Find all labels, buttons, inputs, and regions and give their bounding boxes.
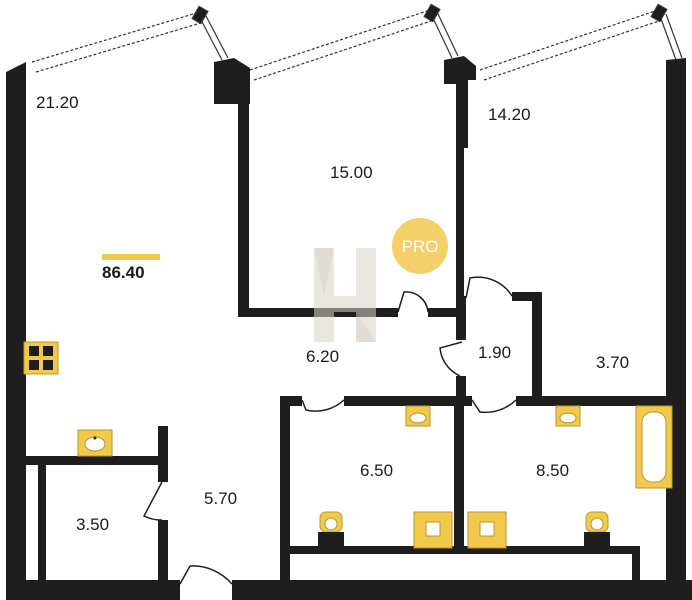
- room-area-hall-right: 3.70: [596, 353, 629, 372]
- shower-bathroom-1-icon: [413, 511, 453, 549]
- room-area-bathroom-1: 6.50: [360, 461, 393, 480]
- total-area: 86.40: [102, 263, 145, 282]
- room-area-bedroom-2: 14.20: [488, 105, 531, 124]
- window-bedroom-1: [249, 3, 459, 81]
- pro-badge: PRO: [392, 218, 448, 274]
- room-area-bedroom-1: 15.00: [330, 163, 373, 182]
- room-area-living: 21.20: [36, 93, 79, 112]
- door-bedroom-1: [397, 291, 429, 313]
- room-area-entrance-hall: 5.70: [204, 489, 237, 508]
- door-storage: [142, 481, 163, 521]
- toilet-bathroom-1-icon: [318, 511, 344, 546]
- room-area-closet: 1.90: [478, 343, 511, 362]
- windows: [31, 3, 683, 81]
- door-bathroom-1: [301, 399, 345, 412]
- watermark-logo: H: [314, 248, 376, 342]
- door-closet: [439, 341, 463, 377]
- doors: [142, 276, 517, 585]
- bathtub-icon: [635, 405, 673, 489]
- door-bedroom-2: [465, 276, 513, 299]
- sink-bathroom-1-icon: [405, 405, 431, 427]
- total-area-accent-bar: [102, 254, 160, 260]
- room-area-storage: 3.50: [76, 515, 109, 534]
- room-area-bathroom-2: 8.50: [536, 461, 569, 480]
- kitchen-stove-icon: [23, 341, 59, 375]
- sink-bathroom-2-icon: [555, 405, 581, 427]
- sink-storage-icon: [77, 429, 113, 457]
- door-bathroom-2: [471, 399, 517, 414]
- window-bedroom-2: [479, 3, 683, 81]
- room-area-corridor: 6.20: [306, 347, 339, 366]
- fixtures: [23, 341, 673, 549]
- pro-badge-text: PRO: [402, 237, 439, 256]
- toilet-bathroom-2-icon: [584, 511, 610, 546]
- window-living: [31, 5, 229, 73]
- door-entrance: [179, 565, 233, 585]
- shower-bathroom-2-icon: [467, 511, 507, 549]
